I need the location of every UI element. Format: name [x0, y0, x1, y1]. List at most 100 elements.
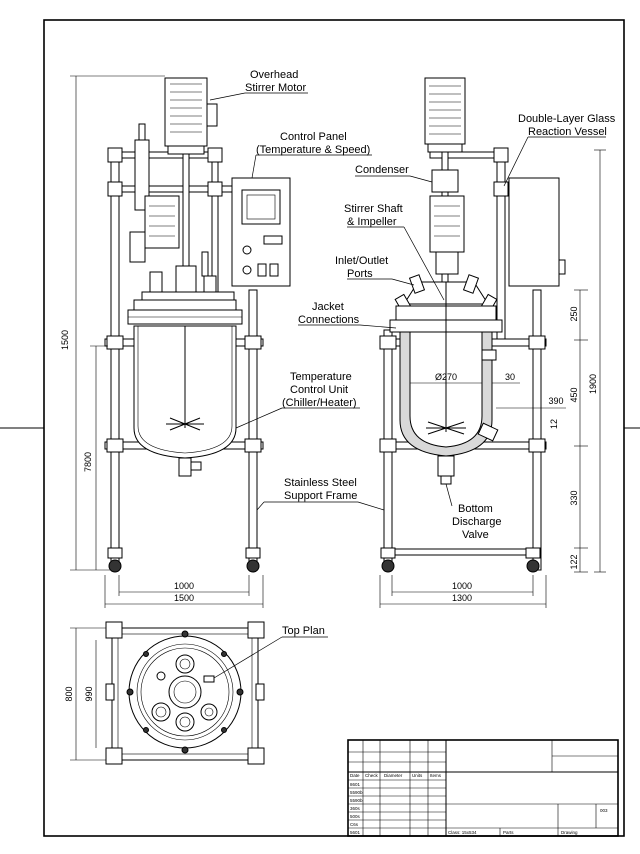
frame-clamp — [528, 335, 546, 350]
dim-right-total-height: 1900 — [588, 374, 598, 394]
frame-clamp — [105, 621, 123, 639]
title-col-check: Check — [365, 773, 379, 778]
control-display — [241, 189, 281, 225]
frame-upright-rear — [496, 149, 506, 345]
frame-clamp — [247, 621, 265, 639]
secondary-motor — [429, 195, 465, 253]
title-col-diameter: Diameter — [384, 773, 403, 778]
frame-upright-right — [248, 289, 258, 571]
title-class: Class: 15x534 — [448, 830, 477, 835]
plan-port — [175, 712, 195, 732]
caster — [525, 547, 541, 559]
title-col-date: Date — [350, 773, 360, 778]
dim-left-frame-width: 1000 — [174, 581, 194, 591]
glass-vessel-inner — [137, 326, 233, 454]
motor-flange — [427, 143, 463, 153]
dim-left-total-width: 1500 — [174, 593, 194, 603]
frame-clamp — [493, 181, 509, 197]
title-row-label: 500s — [350, 814, 361, 819]
vessel-lid — [133, 299, 237, 311]
frame-upright-right — [532, 289, 542, 571]
dim-right-total-width: 1300 — [452, 593, 472, 603]
motor-junction-box — [206, 103, 218, 127]
front-dimensions: 1500 7800 1000 1500 — [60, 75, 264, 608]
frame-clamp — [379, 335, 397, 350]
caster-wheel — [108, 559, 122, 573]
frame-clamp — [106, 335, 124, 350]
caster — [107, 547, 123, 559]
title-sheet-no: 003 — [600, 808, 608, 813]
condenser-column — [431, 169, 459, 193]
control-knob — [242, 265, 252, 275]
top-plan-view: 800 990 — [64, 621, 265, 765]
frame-clamp — [244, 438, 262, 453]
dim-plan-inner: 990 — [84, 686, 94, 701]
caster-wheel — [381, 559, 395, 573]
dim-small: 12 — [549, 419, 559, 429]
frame-clamp — [106, 438, 124, 453]
dim-right-mid-seg: 450 — [569, 387, 579, 402]
dim-right-inner-width: 1000 — [452, 581, 472, 591]
front-elevation — [104, 77, 291, 573]
side-dimensions: Ø270 30 390 12 250 450 330 122 1900 1000… — [379, 149, 606, 608]
plan-port — [200, 703, 218, 721]
frame-clamp — [247, 747, 265, 765]
frame-clamp — [107, 147, 123, 163]
plan-port — [151, 702, 171, 722]
title-parts: Parts — [503, 830, 514, 835]
plan-center-port — [168, 675, 202, 709]
frame-clamp — [207, 181, 223, 197]
frame-clamp — [207, 147, 223, 163]
title-col-units: Units — [412, 773, 423, 778]
frame-crossbar-bottom — [383, 548, 542, 556]
title-row-label: 5590b — [350, 798, 363, 803]
label-top-plan: Top Plan — [282, 625, 325, 637]
frame-clamp — [379, 438, 397, 453]
control-box — [508, 177, 560, 287]
dim-jacket-gap: 30 — [505, 372, 515, 382]
frame-clamp — [493, 147, 509, 163]
side-elevation — [379, 77, 566, 573]
label-control-panel: Control Panel(Temperature & Speed) — [256, 131, 370, 156]
control-knob — [242, 245, 252, 255]
motor-body — [164, 77, 208, 147]
motor-flange — [167, 145, 205, 155]
dim-left-inner-height: 7800 — [83, 452, 93, 472]
dim-vessel-diameter: Ø270 — [435, 372, 457, 382]
dim-right-bottom-seg: 122 — [569, 554, 579, 569]
impeller — [426, 421, 466, 435]
dim-left-height: 1500 — [60, 330, 70, 350]
caster — [380, 547, 396, 559]
frame-clamp — [244, 335, 262, 350]
impeller — [166, 417, 204, 431]
caster-wheel — [246, 559, 260, 573]
label-condenser: Condenser — [355, 164, 409, 176]
title-col-items: Items — [430, 773, 442, 778]
secondary-motor — [144, 195, 180, 249]
plan-flange-inner — [136, 643, 234, 741]
label-stirrer-shaft: Stirrer Shaft& Impeller — [344, 203, 403, 228]
caster — [245, 547, 261, 559]
title-drawing: Drawing — [561, 830, 578, 835]
dim-right-top-seg: 250 — [569, 306, 579, 321]
frame-upright-left — [110, 147, 120, 571]
title-block: Date Check Diameter Units Items 8601 559… — [347, 739, 619, 837]
title-row-label: 360s — [350, 806, 361, 811]
frame-clamp — [528, 438, 546, 453]
dim-right-low-seg: 330 — [569, 490, 579, 505]
title-row-label: 5590b — [350, 790, 363, 795]
dim-plan-outer: 800 — [64, 686, 74, 701]
frame-clamp — [107, 181, 123, 197]
caster-wheel — [526, 559, 540, 573]
dim-side-offset: 390 — [548, 396, 563, 406]
title-row-label: C6s — [350, 822, 359, 827]
frame-clamp — [105, 747, 123, 765]
